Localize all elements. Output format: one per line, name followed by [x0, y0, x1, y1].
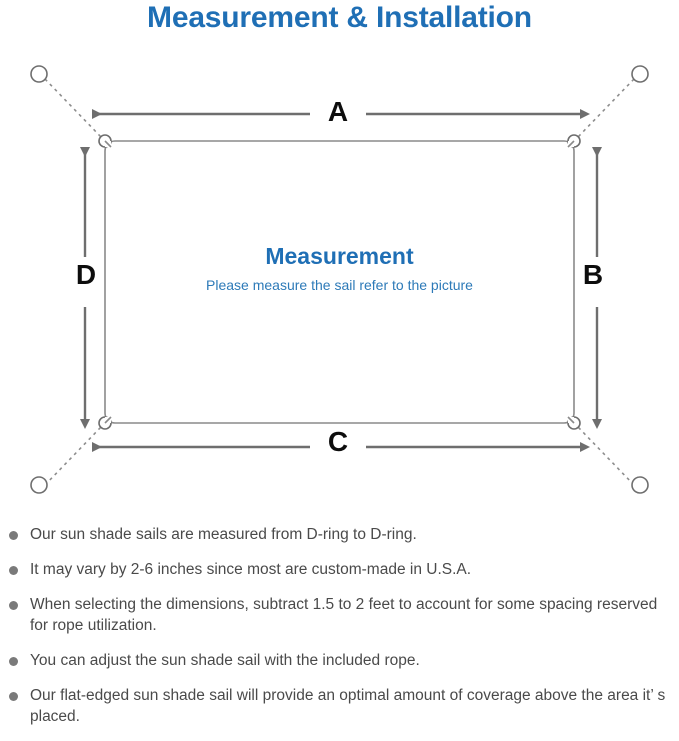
note-text: Our flat-edged sun shade sail will provi… [30, 687, 666, 725]
measurement-subtext: Please measure the sail refer to the pic… [206, 277, 473, 293]
list-item: You can adjust the sun shade sail with t… [0, 650, 679, 671]
dimension-label-a: A [327, 96, 349, 127]
measurement-heading: Measurement [265, 243, 414, 269]
bullet-icon [9, 692, 18, 701]
note-text: When selecting the dimensions, subtract … [30, 596, 658, 634]
anchor-point [30, 65, 649, 494]
note-text: You can adjust the sun shade sail with t… [30, 652, 420, 669]
measurement-diagram [0, 45, 679, 515]
list-item: It may vary by 2-6 inches since most are… [0, 559, 679, 580]
page-title: Measurement & Installation [147, 1, 532, 34]
d-ring-attach [104, 140, 575, 424]
dimension-label-d: D [75, 259, 97, 290]
sail-panel [104, 140, 575, 424]
bullet-icon [9, 531, 18, 540]
list-item: Our sun shade sails are measured from D-… [0, 524, 679, 545]
bullet-icon [9, 601, 18, 610]
list-item: Our flat-edged sun shade sail will provi… [0, 685, 679, 727]
note-text: It may vary by 2-6 inches since most are… [30, 561, 472, 578]
note-text: Our sun shade sails are measured from D-… [30, 526, 417, 543]
list-item: When selecting the dimensions, subtract … [0, 594, 679, 636]
dimension-label-c: C [327, 426, 349, 457]
notes-list: Our sun shade sails are measured from D-… [0, 524, 679, 741]
bullet-icon [9, 566, 18, 575]
dimension-label-b: B [582, 259, 604, 290]
bullet-icon [9, 657, 18, 666]
